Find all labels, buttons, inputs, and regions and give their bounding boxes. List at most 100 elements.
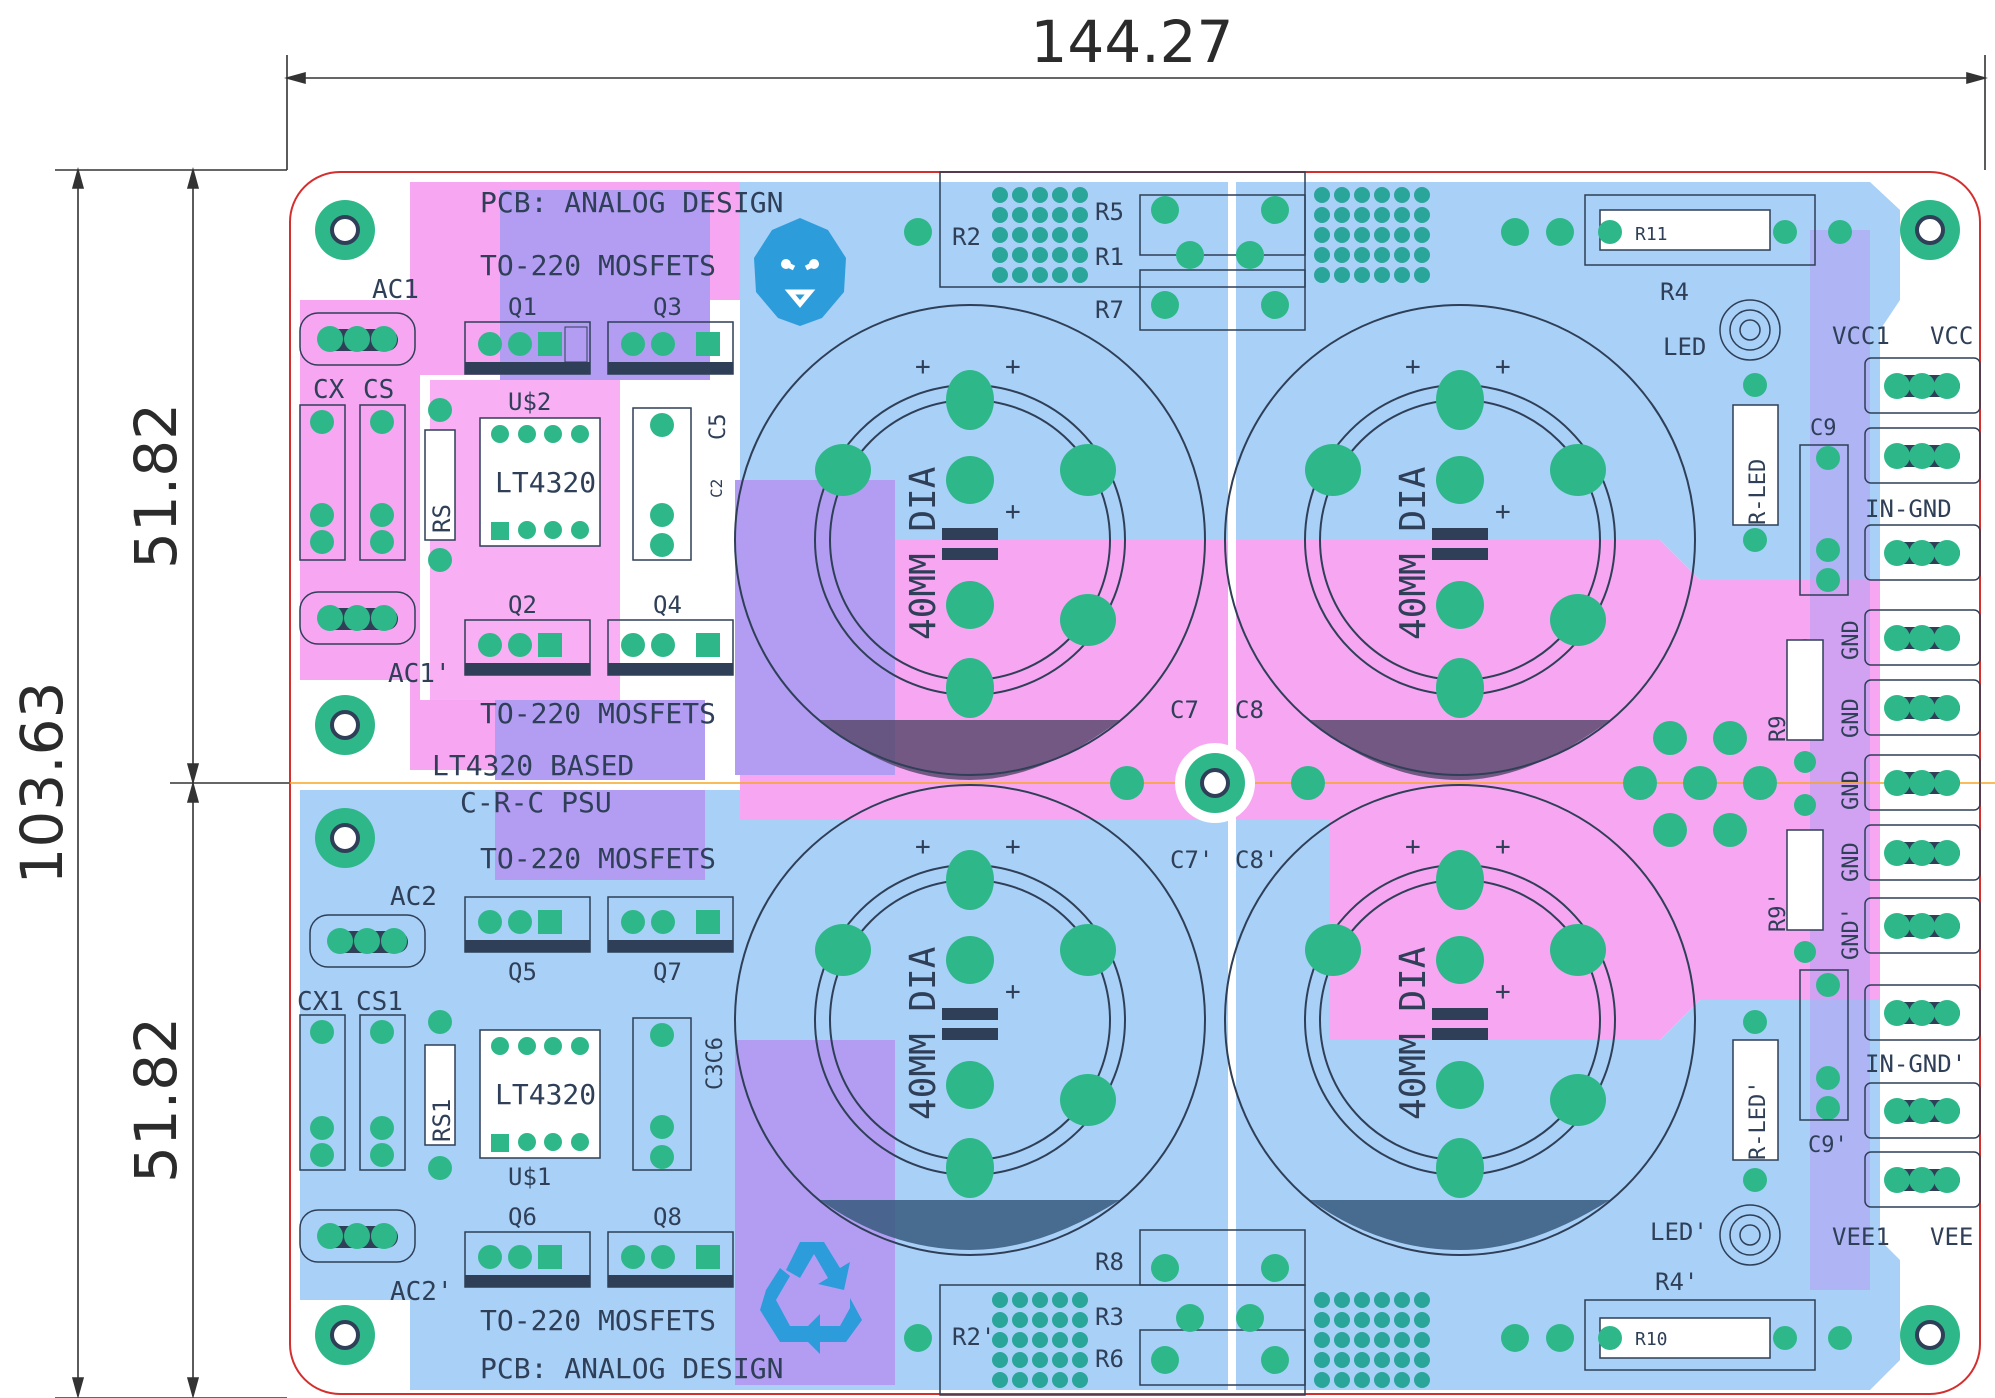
svg-text:GND: GND <box>1839 698 1864 738</box>
svg-text:R8: R8 <box>1095 1248 1124 1276</box>
svg-text:R6: R6 <box>1095 1345 1124 1373</box>
svg-text:R2: R2 <box>952 223 981 251</box>
svg-text:Q5: Q5 <box>508 958 537 986</box>
svg-text:C8: C8 <box>1235 696 1264 724</box>
mosfets-label: TO-220 MOSFETS <box>480 1304 716 1337</box>
svg-text:AC2: AC2 <box>390 882 437 912</box>
svg-text:CX: CX <box>313 375 345 405</box>
svg-text:R9': R9' <box>1766 892 1791 932</box>
mosfet-packages <box>464 321 734 1288</box>
svg-text:GND: GND <box>1839 842 1864 882</box>
based-label: LT4320 BASED <box>432 749 634 782</box>
mounting-hole <box>1900 1305 1960 1365</box>
mounting-hole <box>315 695 375 755</box>
svg-text:Q3: Q3 <box>653 293 682 321</box>
capacitor-pads <box>815 370 1606 1198</box>
psu-label: C-R-C PSU <box>460 786 612 819</box>
mounting-holes <box>315 200 1960 1365</box>
svg-text:GND: GND <box>1839 770 1864 810</box>
ac-connectors <box>299 312 426 1263</box>
svg-text:R5: R5 <box>1095 198 1124 226</box>
svg-text:C7: C7 <box>1170 696 1199 724</box>
svg-text:AC1: AC1 <box>372 275 419 305</box>
half-top-dimension: 51.82 <box>122 403 190 569</box>
cap-dia-label: 40MM DIA <box>1393 466 1434 640</box>
mounting-hole <box>1900 200 1960 260</box>
led-icon <box>1719 299 1781 1266</box>
svg-text:R10: R10 <box>1635 1329 1668 1350</box>
svg-text:R3: R3 <box>1095 1303 1124 1331</box>
ic-packages <box>479 417 601 1159</box>
svg-text:+: + <box>1005 832 1021 862</box>
cap-dia-label: 40MM DIA <box>903 946 944 1120</box>
mosfets-label: TO-220 MOSFETS <box>480 697 716 730</box>
svg-text:U$2: U$2 <box>508 388 551 416</box>
width-dimension: 144.27 <box>1031 8 1234 76</box>
svg-text:LED: LED <box>1663 333 1706 361</box>
svg-text:R4': R4' <box>1655 1268 1698 1296</box>
svg-text:Q4: Q4 <box>653 591 682 619</box>
svg-text:+: + <box>1005 977 1021 1007</box>
svg-text:LT4320: LT4320 <box>495 466 596 499</box>
svg-text:C5: C5 <box>706 414 731 441</box>
svg-text:+: + <box>1495 497 1511 527</box>
svg-text:C9': C9' <box>1808 1133 1848 1158</box>
svg-text:R-LED: R-LED <box>1746 459 1771 525</box>
right-pad-cluster <box>1623 721 1777 847</box>
svg-text:C7': C7' <box>1170 846 1213 874</box>
svg-text:R2': R2' <box>952 1323 995 1351</box>
svg-text:C2: C2 <box>707 479 726 498</box>
svg-text:CS: CS <box>363 375 394 405</box>
svg-text:+: + <box>1495 832 1511 862</box>
svg-text:+: + <box>1405 832 1421 862</box>
svg-text:+: + <box>915 352 931 382</box>
cap-dia-label: 40MM DIA <box>1393 946 1434 1120</box>
cap-dia-label: 40MM DIA <box>903 466 944 640</box>
svg-text:Q7: Q7 <box>653 958 682 986</box>
height-dimension: 103.63 <box>8 682 76 885</box>
terminal-connectors-right <box>1864 357 1981 1208</box>
mounting-hole <box>315 808 375 868</box>
mosfets-label: TO-220 MOSFETS <box>480 249 716 282</box>
pcb-label: PCB: ANALOG DESIGN <box>480 1352 783 1385</box>
svg-text:CX1: CX1 <box>297 987 344 1017</box>
svg-text:+: + <box>1005 352 1021 382</box>
svg-text:VCC: VCC <box>1930 322 1973 350</box>
mounting-hole <box>1175 743 1255 823</box>
svg-text:R1: R1 <box>1095 243 1124 271</box>
svg-text:U$1: U$1 <box>508 1163 551 1191</box>
svg-text:+: + <box>1495 352 1511 382</box>
lion-head-icon <box>754 218 846 326</box>
svg-text:VEE1: VEE1 <box>1832 1223 1890 1251</box>
svg-text:+: + <box>915 832 931 862</box>
svg-text:VEE: VEE <box>1930 1223 1973 1251</box>
svg-text:+: + <box>1005 497 1021 527</box>
half-bottom-dimension: 51.82 <box>122 1017 190 1183</box>
svg-text:Q8: Q8 <box>653 1203 682 1231</box>
svg-text:LED': LED' <box>1650 1218 1708 1246</box>
svg-text:C8': C8' <box>1235 846 1278 874</box>
svg-text:RS: RS <box>428 504 456 533</box>
mosfets-label: TO-220 MOSFETS <box>480 842 716 875</box>
svg-text:GND: GND <box>1839 620 1864 660</box>
svg-text:C9: C9 <box>1810 416 1837 441</box>
capacitor-polarity-marks <box>942 528 1488 1040</box>
svg-text:LT4320: LT4320 <box>495 1078 596 1111</box>
svg-text:Q1: Q1 <box>508 293 537 321</box>
svg-text:R4: R4 <box>1660 278 1689 306</box>
silkscreen-text: PCB: ANALOG DESIGN TO-220 MOSFETS TO-220… <box>297 186 1973 1385</box>
resistor-pads <box>904 196 1852 1374</box>
pcb-label: PCB: ANALOG DESIGN <box>480 186 783 219</box>
svg-text:IN-GND': IN-GND' <box>1865 1050 1966 1078</box>
svg-text:R9: R9 <box>1766 716 1791 743</box>
mounting-hole <box>315 1305 375 1365</box>
svg-text:RS1: RS1 <box>428 1099 456 1142</box>
resistor-outlines <box>939 171 1816 1396</box>
svg-text:AC2': AC2' <box>390 1277 453 1307</box>
small-components <box>299 299 1849 1266</box>
dimension-lines <box>55 55 1988 1398</box>
resistor-pad-grid <box>992 187 1430 1388</box>
svg-text:Q2: Q2 <box>508 591 537 619</box>
center-cap-pads <box>1110 766 1325 800</box>
